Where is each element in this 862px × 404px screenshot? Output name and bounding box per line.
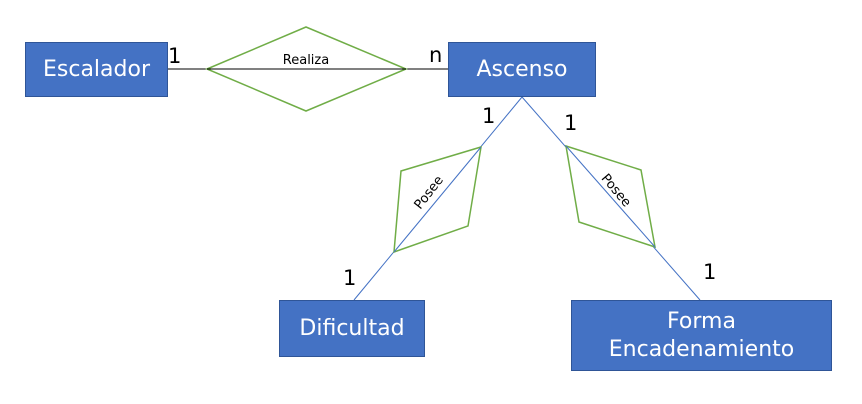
- entity-ascenso-label: Ascenso: [476, 56, 568, 82]
- cardinality-ascenso-dificultad: 1: [482, 104, 496, 128]
- cardinality-realiza-ascenso: n: [429, 43, 443, 67]
- entity-forma-label-line1: Forma: [667, 309, 736, 334]
- entity-ascenso[interactable]: Ascenso: [448, 42, 596, 97]
- entity-escalador[interactable]: Escalador: [25, 42, 168, 97]
- entity-forma-encadenamiento[interactable]: Forma Encadenamiento: [571, 300, 832, 371]
- entity-dificultad-label: Dificultad: [299, 315, 405, 341]
- posee-dificultad-axis-line: [393, 146, 482, 253]
- cardinality-ascenso-forma: 1: [564, 111, 578, 135]
- entity-forma-label-line2: Encadenamiento: [608, 336, 795, 362]
- posee-forma-axis-line: [565, 145, 656, 248]
- entity-dificultad[interactable]: Dificultad: [279, 300, 425, 357]
- cardinality-dificultad-posee: 1: [343, 266, 357, 290]
- entity-escalador-label: Escalador: [42, 56, 150, 82]
- relationship-realiza-label: Realiza: [283, 53, 329, 68]
- cardinality-forma-posee: 1: [703, 260, 717, 284]
- cardinality-escalador-realiza: 1: [168, 44, 182, 68]
